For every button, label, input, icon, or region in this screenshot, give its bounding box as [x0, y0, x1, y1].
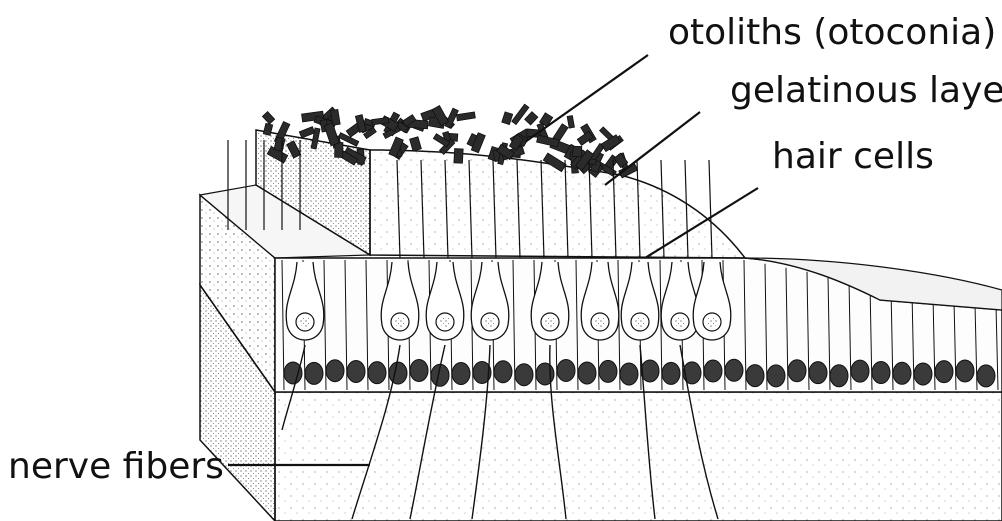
supporting-cell-nucleus — [893, 362, 911, 384]
supporting-cell-nucleus — [368, 362, 386, 384]
hair-cell-chromatin — [485, 317, 496, 328]
supporting-cell-nucleus — [557, 359, 575, 381]
hair-cell-chromatin — [440, 317, 451, 328]
supporting-cell-nucleus — [914, 363, 932, 385]
hair-cell-chromatin — [595, 317, 606, 328]
supporting-cell-nucleus — [935, 361, 953, 383]
supporting-cell-nucleus — [536, 363, 554, 385]
supporting-cell-nucleus — [851, 360, 869, 382]
supporting-cell-nucleus — [305, 362, 323, 384]
supporting-cell-nucleus — [326, 360, 344, 382]
otolith-crystal — [525, 112, 538, 125]
supporting-cell-nucleus — [746, 365, 764, 387]
supporting-cell-nucleus — [662, 362, 680, 384]
hair-cell-chromatin — [300, 317, 311, 328]
hair-cell-chromatin — [635, 317, 646, 328]
otolith-crystal — [410, 137, 422, 151]
label-otoliths: otoliths (otoconia) — [668, 12, 996, 53]
label-gelatinous-layer: gelatinous layer — [730, 70, 1002, 111]
supporting-cell-nucleus — [578, 362, 596, 384]
otolith-crystal — [454, 149, 463, 164]
label-nerve-fibers: nerve fibers — [8, 446, 224, 487]
otolith-crystal — [456, 112, 475, 121]
otolith-crystal — [299, 127, 315, 138]
supporting-cell-nucleus — [767, 365, 785, 387]
supporting-cell-nucleus — [977, 365, 995, 387]
supporting-cell-nucleus — [809, 362, 827, 384]
supporting-cell-nucleus — [284, 362, 302, 384]
otolith-crystal — [512, 104, 529, 124]
hair-cell-chromatin — [395, 317, 406, 328]
supporting-cell-nucleus — [830, 365, 848, 387]
supporting-cell-nucleus — [620, 363, 638, 385]
supporting-cell-nucleus — [788, 360, 806, 382]
hair-cell-chromatin — [545, 317, 556, 328]
hair-cell-chromatin — [675, 317, 686, 328]
supporting-cell-nucleus — [410, 359, 428, 381]
otolith-crystal — [335, 142, 343, 157]
supporting-cell-nucleus — [872, 362, 890, 384]
otolith-crystal — [573, 146, 582, 156]
supporting-cell-nucleus — [725, 359, 743, 381]
otolith-crystal — [262, 112, 274, 124]
supporting-cell-nucleus — [704, 360, 722, 382]
supporting-cell-nucleus — [599, 360, 617, 382]
supporting-cell-nucleus — [347, 360, 365, 382]
otolith-crystal — [577, 131, 593, 145]
otolith-crystal — [502, 112, 513, 125]
supporting-cell-nucleus — [452, 363, 470, 385]
supporting-cell-nucleus — [389, 362, 407, 384]
hair-cell-chromatin — [707, 317, 718, 328]
supporting-cell-nucleus — [956, 360, 974, 382]
supporting-cell-nucleus — [641, 360, 659, 382]
supporting-cell-nucleus — [515, 364, 533, 386]
supporting-cell-nucleus — [494, 361, 512, 383]
label-hair-cells: hair cells — [772, 136, 934, 177]
otolith-crystal — [567, 116, 574, 129]
